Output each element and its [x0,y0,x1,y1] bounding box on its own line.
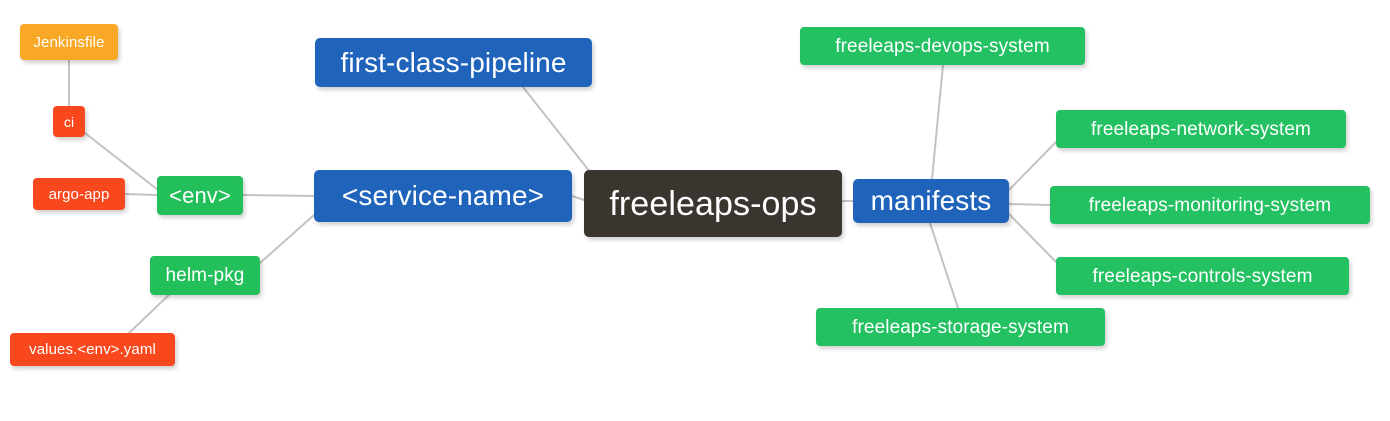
node-ci[interactable]: ci [53,106,85,137]
node-jenkinsfile[interactable]: Jenkinsfile [20,24,118,60]
edge-manifests-to-monitoring-system [1008,203,1051,206]
edge-env-to-service-name [242,194,315,197]
node-first-class-pipeline[interactable]: first-class-pipeline [315,38,592,87]
edge-manifests-to-controls-system [1008,213,1057,263]
node-argo-app[interactable]: argo-app [33,178,125,210]
node-controls-system[interactable]: freeleaps-controls-system [1056,257,1349,295]
node-monitoring-system[interactable]: freeleaps-monitoring-system [1050,186,1370,224]
node-service-name[interactable]: <service-name> [314,170,572,222]
node-values-env-yaml[interactable]: values.<env>.yaml [10,333,175,366]
edge-first-class-pipeline-to-freeleaps-ops [522,86,591,173]
node-env[interactable]: <env> [157,176,243,215]
node-manifests[interactable]: manifests [853,179,1009,223]
edge-manifests-to-network-system [1008,141,1057,191]
node-freeleaps-ops[interactable]: freeleaps-ops [584,170,842,237]
edge-service-name-to-freeleaps-ops [571,195,585,201]
node-devops-system[interactable]: freeleaps-devops-system [800,27,1085,65]
node-helm-pkg[interactable]: helm-pkg [150,256,260,295]
edge-service-name-to-helm-pkg [259,214,315,264]
node-network-system[interactable]: freeleaps-network-system [1056,110,1346,148]
edge-manifests-to-devops-system [931,64,944,180]
edge-helm-pkg-to-values-env-yaml [128,291,173,334]
edge-manifests-to-storage-system [929,222,959,309]
edge-argo-app-to-env [124,193,158,196]
node-storage-system[interactable]: freeleaps-storage-system [816,308,1105,346]
